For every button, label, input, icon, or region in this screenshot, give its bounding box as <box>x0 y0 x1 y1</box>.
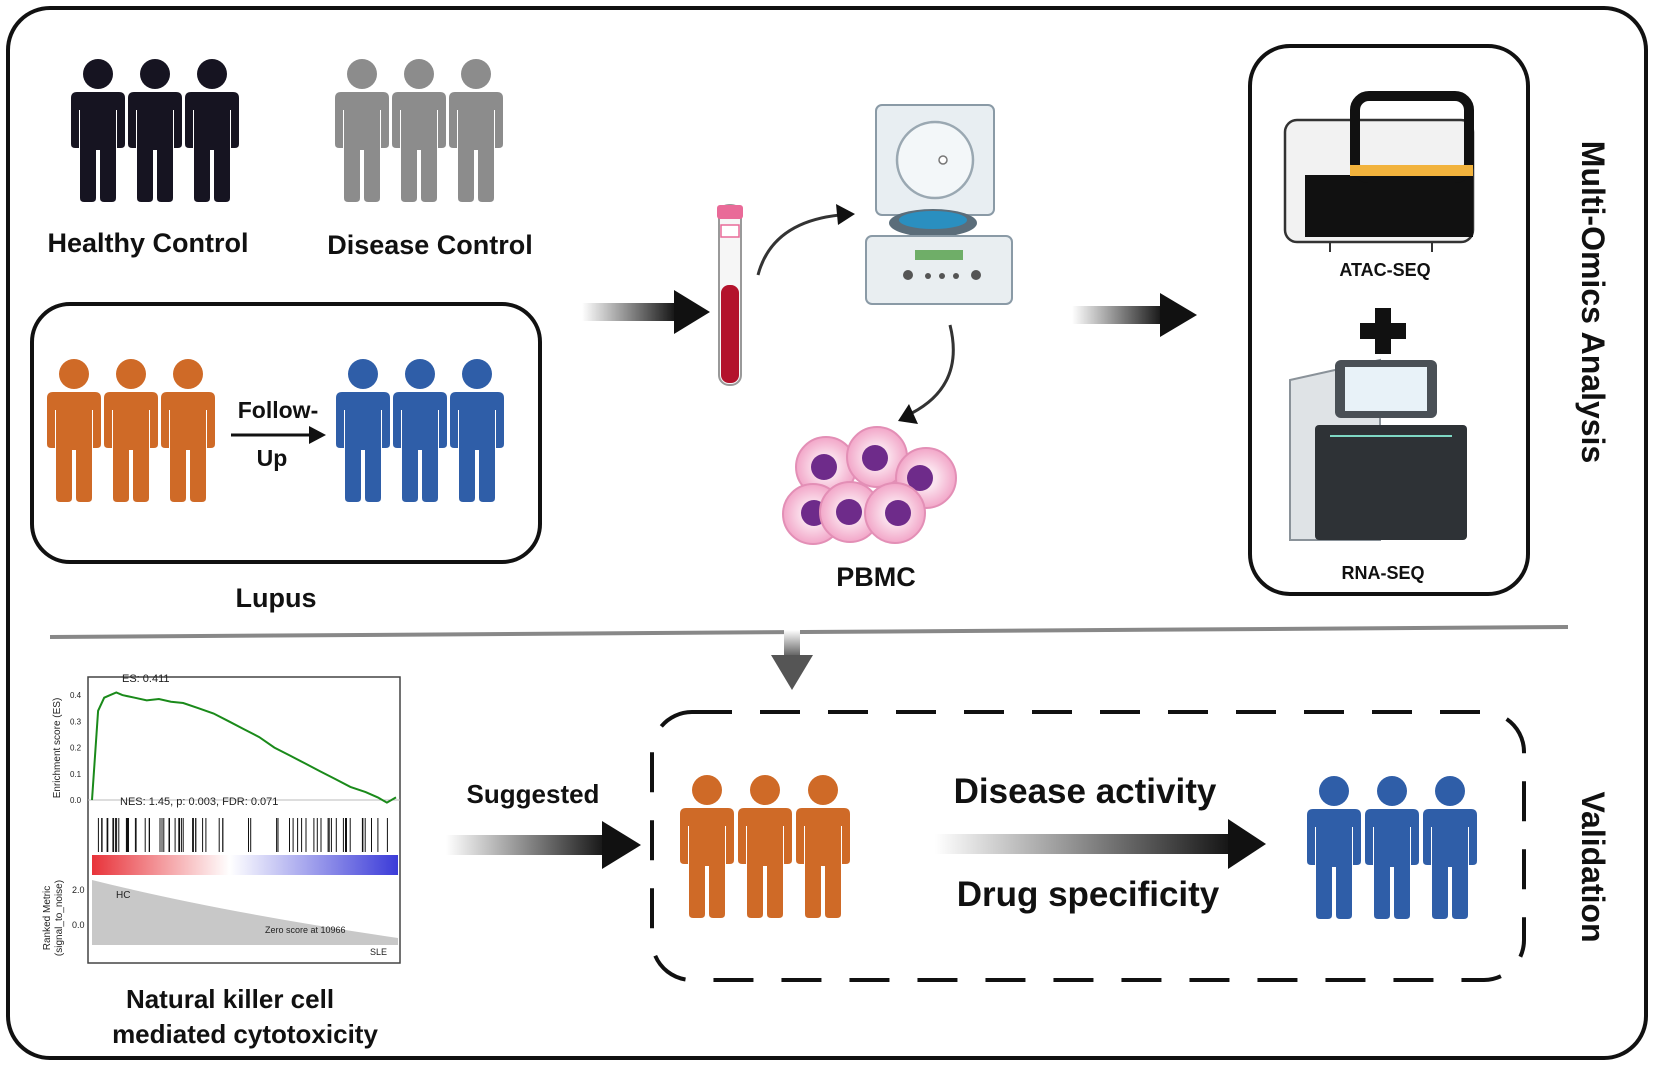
arrow-to-multi-omics <box>1072 293 1197 337</box>
suggested-label: Suggested <box>467 779 600 809</box>
section-divider <box>49 625 1569 639</box>
centrifuge-icon <box>865 104 1013 305</box>
lupus-box <box>30 302 542 564</box>
atac-seq-instrument-icon <box>1283 91 1475 252</box>
rna-seq-label: RNA-SEQ <box>1341 563 1424 583</box>
pbmc-cells-icon <box>782 426 957 545</box>
arrow-to-pbmc <box>898 324 955 424</box>
gsea-y-tick-bottom-0: 2.0 <box>72 885 85 895</box>
outer-frame <box>6 6 1648 1060</box>
healthy-control-group <box>71 59 239 202</box>
gsea-y-tick-4: 0.0 <box>70 796 82 805</box>
gsea-y-axis-bottom-1: Ranked Metric <box>42 886 53 950</box>
gsea-es-curve <box>91 691 397 804</box>
gsea-caption-line1: Natural killer cell <box>126 984 334 1014</box>
gsea-heatmap-bar <box>92 855 398 875</box>
gsea-caption-line2: mediated cytotoxicity <box>112 1019 378 1049</box>
disease-control-group <box>335 59 503 202</box>
arrow-validation <box>935 819 1266 869</box>
validation-box <box>650 710 1526 982</box>
gsea-y-tick-3: 0.1 <box>70 770 82 779</box>
arrow-to-centrifuge <box>756 204 855 276</box>
multi-omics-title: Multi-Omics Analysis <box>1575 141 1611 463</box>
gsea-y-tick-1: 0.3 <box>70 717 82 726</box>
blood-tube-icon <box>717 204 743 386</box>
gsea-y-ticks: 0.4 0.3 0.2 0.1 0.0 <box>70 691 82 805</box>
lupus-label: Lupus <box>236 583 317 613</box>
follow-up-label-line1: Follow- <box>238 397 318 423</box>
drug-specificity-label: Drug specificity <box>957 875 1220 914</box>
validation-title: Validation <box>1575 791 1611 942</box>
gsea-stats-label: NES: 1.45, p: 0.003, FDR: 0.071 <box>120 796 278 808</box>
gsea-plot: 0.4 0.3 0.2 0.1 0.0 ES: 0.411 NES: 1.45, p: … <box>42 673 401 964</box>
validation-outcome-group <box>1307 776 1477 919</box>
plus-icon <box>1360 308 1406 354</box>
gsea-y-tick-bottom-1: 0.0 <box>72 920 85 930</box>
multi-omics-box <box>1248 44 1530 596</box>
lupus-baseline-group <box>47 359 215 502</box>
gsea-y-tick-2: 0.2 <box>70 744 82 753</box>
gsea-es-label: ES: 0.411 <box>122 673 170 685</box>
gsea-y-axis-top: Enrichment score (ES) <box>52 698 63 799</box>
atac-seq-label: ATAC-SEQ <box>1339 260 1430 280</box>
gsea-y-axis-bottom-2: (signal_to_noise) <box>54 880 65 956</box>
follow-up-arrow <box>231 426 326 444</box>
gsea-y-tick-0: 0.4 <box>70 691 82 700</box>
gsea-enrichment-line <box>91 691 397 804</box>
gsea-hit-bars <box>97 818 388 852</box>
gsea-hc-label: HC <box>116 890 130 901</box>
gsea-ranked-metric <box>92 880 398 945</box>
arrow-suggested <box>446 821 641 869</box>
arrow-down-to-validation <box>771 630 813 690</box>
healthy-control-label: Healthy Control <box>47 228 248 258</box>
gsea-sle-label: SLE <box>370 947 387 957</box>
lupus-followup-group <box>336 359 504 502</box>
gsea-zero-cross-label: Zero score at 10966 <box>265 925 346 935</box>
validation-lupus-group <box>680 775 850 918</box>
disease-activity-label: Disease activity <box>954 772 1217 811</box>
arrow-to-blood-tube <box>582 290 710 334</box>
disease-control-label: Disease Control <box>327 230 533 260</box>
rna-seq-instrument-icon <box>1289 358 1467 541</box>
pbmc-label: PBMC <box>836 562 916 592</box>
follow-up-label-line2: Up <box>257 445 288 471</box>
